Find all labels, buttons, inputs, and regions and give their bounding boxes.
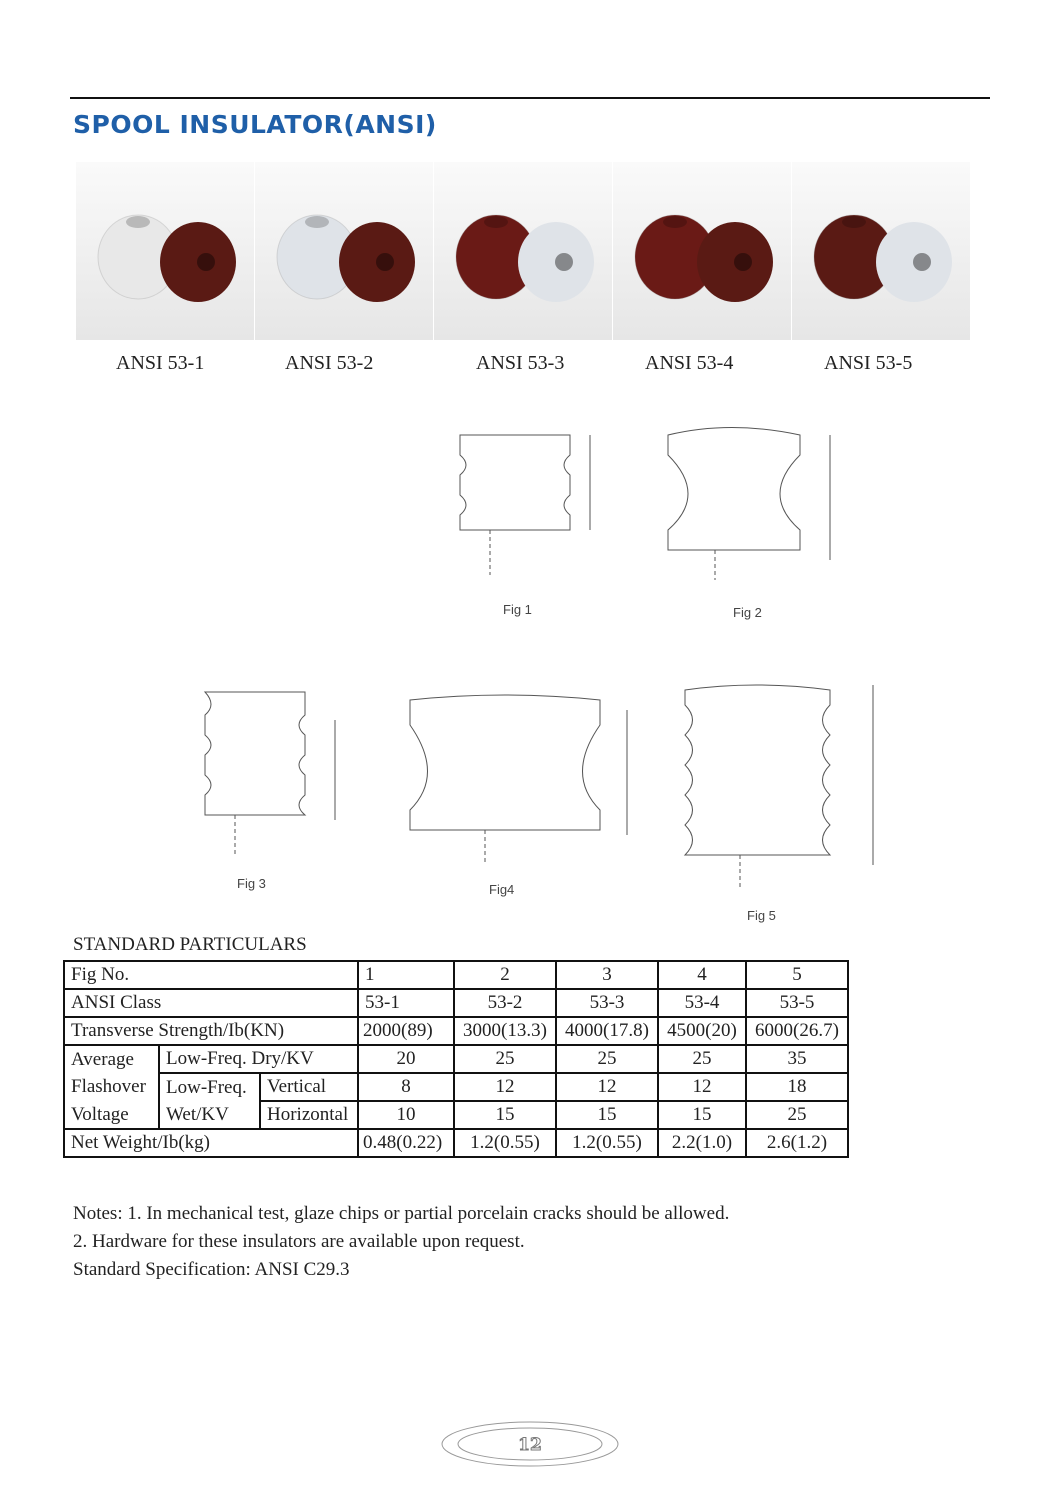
page-number-badge: 12 bbox=[441, 1421, 619, 1467]
product-caption: ANSI 53-1 bbox=[116, 352, 205, 374]
cell: 53-5 bbox=[745, 988, 849, 1018]
cell: 1 bbox=[357, 960, 455, 990]
row-label: ANSI Class bbox=[63, 988, 359, 1018]
cell: 12 bbox=[453, 1072, 557, 1102]
cell: 25 bbox=[453, 1044, 557, 1074]
product-photo bbox=[76, 162, 254, 340]
table-row: Transverse Strength/Ib(KN) 2000(89)3000(… bbox=[63, 1016, 849, 1046]
product-caption: ANSI 53-2 bbox=[285, 352, 374, 374]
page-number: 12 bbox=[518, 1435, 542, 1455]
row-label: Average bbox=[63, 1044, 160, 1073]
note-2: 2. Hardware for these insulators are ava… bbox=[73, 1231, 525, 1252]
row-label: Low-Freq. Dry/KV bbox=[158, 1044, 359, 1074]
product-photo bbox=[255, 162, 433, 340]
row-label: Flashover bbox=[63, 1073, 160, 1101]
top-rule bbox=[70, 97, 990, 99]
cell: 53-1 bbox=[357, 988, 455, 1018]
figure-3-drawing bbox=[203, 691, 336, 855]
page-title: SPOOL INSULATOR(ANSI) bbox=[73, 110, 437, 139]
cell: 12 bbox=[555, 1072, 659, 1102]
note-1: Notes: 1. In mechanical test, glaze chip… bbox=[73, 1203, 730, 1224]
cell: 25 bbox=[745, 1100, 849, 1130]
cell: 2.2(1.0) bbox=[657, 1128, 747, 1158]
row-label: Transverse Strength/Ib(KN) bbox=[63, 1016, 359, 1046]
row-label: Fig No. bbox=[63, 960, 359, 990]
cell: 35 bbox=[745, 1044, 849, 1074]
cell: 53-3 bbox=[555, 988, 659, 1018]
figure-5-drawing bbox=[683, 684, 874, 890]
cell: 0.48(0.22) bbox=[357, 1128, 455, 1158]
figure-1-label: Fig 1 bbox=[503, 602, 532, 617]
cell: 12 bbox=[657, 1072, 747, 1102]
row-label: Voltage bbox=[63, 1101, 160, 1130]
table-row: Net Weight/Ib(kg) 0.48(0.22)1.2(0.55)1.2… bbox=[63, 1128, 849, 1158]
cell: 15 bbox=[555, 1100, 659, 1130]
figure-4-label: Fig4 bbox=[489, 882, 515, 897]
cell: 1.2(0.55) bbox=[453, 1128, 557, 1158]
cell: 25 bbox=[555, 1044, 659, 1074]
row-label: Vertical bbox=[259, 1072, 359, 1102]
figure-1-drawing bbox=[459, 434, 591, 575]
cell: 53-2 bbox=[453, 988, 557, 1018]
figure-4-drawing bbox=[409, 694, 628, 865]
cell: 2 bbox=[453, 960, 557, 990]
standard-spec: Standard Specification: ANSI C29.3 bbox=[73, 1259, 350, 1280]
figure-3-label: Fig 3 bbox=[237, 876, 266, 891]
cell: 10 bbox=[357, 1100, 455, 1130]
cell: 3000(13.3) bbox=[453, 1016, 557, 1046]
cell: 6000(26.7) bbox=[745, 1016, 849, 1046]
cell: 1.2(0.55) bbox=[555, 1128, 659, 1158]
cell: 53-4 bbox=[657, 988, 747, 1018]
cell: 20 bbox=[357, 1044, 455, 1074]
product-photo bbox=[613, 162, 791, 340]
cell: 8 bbox=[357, 1072, 455, 1102]
product-caption: ANSI 53-3 bbox=[476, 352, 565, 374]
row-label: Net Weight/Ib(kg) bbox=[63, 1128, 359, 1158]
row-label: Wet/KV bbox=[158, 1101, 261, 1130]
cell: 15 bbox=[453, 1100, 557, 1130]
cell: 3 bbox=[555, 960, 659, 990]
cell: 15 bbox=[657, 1100, 747, 1130]
cell: 4500(20) bbox=[657, 1016, 747, 1046]
row-label: Horizontal bbox=[259, 1100, 359, 1130]
cell: 4000(17.8) bbox=[555, 1016, 659, 1046]
row-label: Low-Freq. bbox=[158, 1072, 261, 1101]
cell: 4 bbox=[657, 960, 747, 990]
product-photo bbox=[434, 162, 612, 340]
cell: 25 bbox=[657, 1044, 747, 1074]
section-title: STANDARD PARTICULARS bbox=[73, 934, 307, 955]
notes: Notes: 1. In mechanical test, glaze chip… bbox=[73, 1200, 729, 1284]
figure-2-drawing bbox=[667, 427, 831, 580]
figure-5-label: Fig 5 bbox=[747, 908, 776, 923]
cell: 5 bbox=[745, 960, 849, 990]
product-photo bbox=[792, 162, 970, 340]
figure-2-label: Fig 2 bbox=[733, 605, 762, 620]
product-caption: ANSI 53-5 bbox=[824, 352, 913, 374]
cell: 2.6(1.2) bbox=[745, 1128, 849, 1158]
cell: 2000(89) bbox=[357, 1016, 455, 1046]
cell: 18 bbox=[745, 1072, 849, 1102]
product-caption: ANSI 53-4 bbox=[645, 352, 734, 374]
